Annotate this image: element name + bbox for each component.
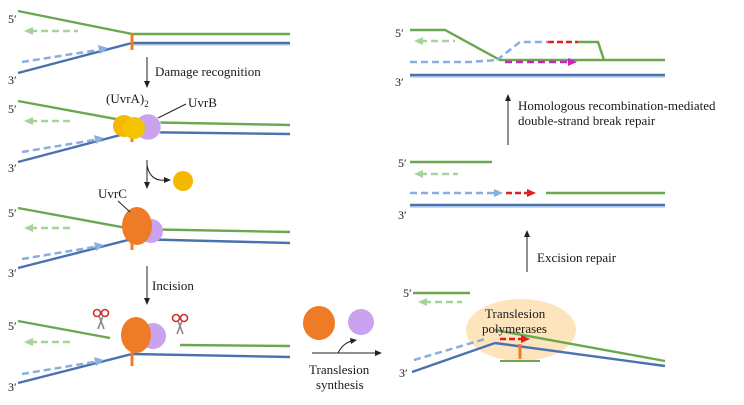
bottom-strand xyxy=(494,341,666,368)
five-prime-label: 5′ xyxy=(403,286,412,300)
arrowhead xyxy=(414,37,423,45)
bottom-strand xyxy=(17,352,133,385)
step-translesion-synthesis: Translesion synthesis xyxy=(303,306,382,392)
arrow-icon xyxy=(524,230,530,237)
arrowhead xyxy=(494,189,503,197)
arrow-icon xyxy=(144,298,150,305)
dashed-blue-strand xyxy=(496,40,548,61)
uvrA-label: (UvrA)2 xyxy=(106,91,149,109)
arrowhead xyxy=(98,45,108,54)
arrowhead xyxy=(568,58,577,66)
top-strand xyxy=(494,328,666,363)
arrowhead xyxy=(24,338,33,346)
panel-damaged-dna: 5′ 3′ xyxy=(8,9,290,87)
arrow-icon xyxy=(164,177,171,183)
panel-hr-repair: 5′ 3′ xyxy=(395,26,665,89)
bottom-strand xyxy=(17,237,133,270)
top-strand xyxy=(17,99,133,124)
panel-uvrc-recruitment: 5′ 3′ UvrC xyxy=(8,186,291,280)
three-prime-label: 3′ xyxy=(398,208,407,222)
dashed-blue-strand xyxy=(21,360,95,376)
arrow-icon xyxy=(144,81,150,88)
polymerase-halo xyxy=(466,299,576,361)
step-excision-repair: Excision repair xyxy=(524,230,617,272)
arrow-icon xyxy=(144,182,150,189)
dashed-blue-strand xyxy=(410,58,498,64)
translesion-synthesis-label: synthesis xyxy=(316,377,364,392)
five-prime-label: 5′ xyxy=(398,156,407,170)
scissors-icon xyxy=(171,313,189,335)
arrowhead xyxy=(24,117,33,125)
step-homologous-recombination: Homologous recombination-mediated double… xyxy=(505,94,716,145)
scissors-icon xyxy=(92,308,110,330)
arrow-icon xyxy=(505,94,511,101)
arrowhead xyxy=(24,27,33,35)
top-strand xyxy=(410,28,665,62)
top-strand xyxy=(17,206,133,231)
three-prime-label: 3′ xyxy=(395,75,404,89)
uvrC-protein xyxy=(303,306,335,340)
five-prime-label: 5′ xyxy=(8,319,17,333)
arrowhead xyxy=(94,357,104,366)
uvrC-protein xyxy=(122,207,152,245)
three-prime-label: 3′ xyxy=(8,73,17,87)
incision-label: Incision xyxy=(152,278,194,293)
arrowhead xyxy=(527,189,536,197)
panel-uvrab-binding: 5′ 3′ (UvrA)2 UvrB xyxy=(8,91,291,175)
three-prime-label: 3′ xyxy=(8,161,17,175)
crossover-strand xyxy=(578,40,606,61)
bottom-strand xyxy=(411,341,496,374)
released-uvrA-protein xyxy=(173,171,193,191)
excision-repair-label: Excision repair xyxy=(537,250,617,265)
arrowhead xyxy=(94,242,104,251)
dashed-blue-strand xyxy=(21,48,99,64)
panel-incision: 5′ 3′ xyxy=(8,308,291,394)
bottom-strand xyxy=(17,41,133,75)
uvrC-protein xyxy=(121,317,151,353)
dashed-blue-strand xyxy=(21,138,95,154)
bottom-strand xyxy=(17,130,133,164)
polymerase-label: polymerases xyxy=(482,321,547,336)
polymerase-label: Translesion xyxy=(485,306,546,321)
arrowhead xyxy=(418,298,427,306)
five-prime-label: 5′ xyxy=(8,206,17,220)
hr-label: Homologous recombination-mediated xyxy=(518,98,716,113)
three-prime-label: 3′ xyxy=(8,380,17,394)
uvrB-protein xyxy=(348,309,374,335)
arrowhead xyxy=(414,170,423,178)
step-incision: Incision xyxy=(144,266,194,305)
arrowhead xyxy=(94,135,104,144)
top-strand xyxy=(179,343,291,348)
arrow-icon xyxy=(375,350,382,356)
five-prime-label: 5′ xyxy=(395,26,404,40)
panel-translesion-polymerases: 5′ 3′ Translesion polymerases xyxy=(399,286,666,380)
panel-gapped-dna: 5′ 3′ xyxy=(398,156,665,222)
three-prime-label: 3′ xyxy=(8,266,17,280)
three-prime-label: 3′ xyxy=(399,366,408,380)
five-prime-label: 5′ xyxy=(8,12,17,26)
step-damage-recognition: Damage recognition xyxy=(144,57,261,88)
arrow-icon xyxy=(350,338,357,344)
uvrA-protein xyxy=(123,117,145,139)
uvrB-label: UvrB xyxy=(188,95,217,110)
uvrC-label: UvrC xyxy=(98,186,127,201)
bottom-strand xyxy=(131,352,291,359)
five-prime-label: 5′ xyxy=(8,102,17,116)
step-uvra-release xyxy=(144,160,193,191)
damage-recognition-label: Damage recognition xyxy=(155,64,261,79)
arrowhead xyxy=(521,335,530,343)
dashed-blue-strand xyxy=(413,337,486,362)
arrowhead xyxy=(24,224,33,232)
top-strand xyxy=(17,319,111,340)
translesion-synthesis-label: Translesion xyxy=(309,362,370,377)
hr-label: double-strand break repair xyxy=(518,113,656,128)
top-strand xyxy=(17,9,133,36)
dashed-blue-strand xyxy=(21,245,95,261)
